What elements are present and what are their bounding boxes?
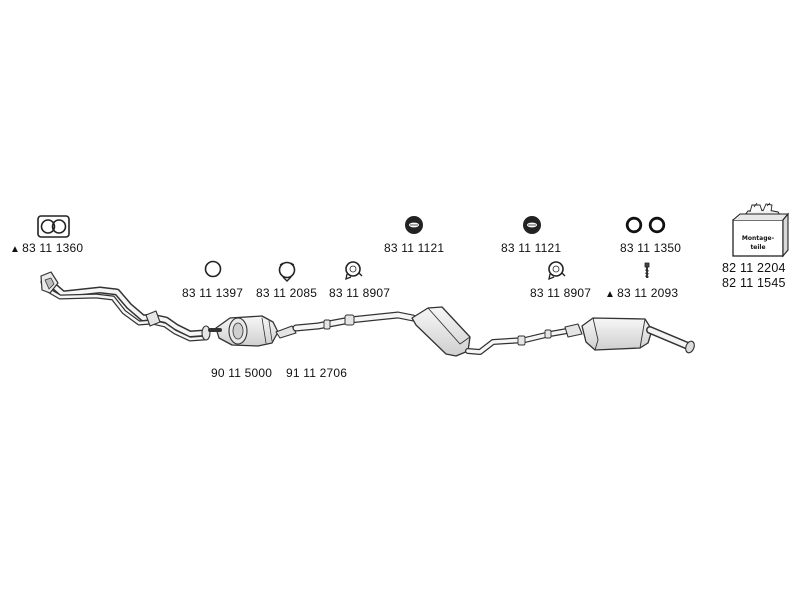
intermediate-pipe (275, 311, 417, 339)
part-label-4: 83 11 8907 (329, 286, 390, 300)
part-label-6: 83 11 1121 (501, 241, 561, 255)
part-label-13: 91 11 2706 (286, 366, 347, 380)
part-label-2: 83 11 1397 (182, 286, 243, 300)
part-number-6: 83 11 1121 (501, 241, 562, 255)
triangle-marker-icon: ▲ (10, 244, 21, 255)
part-number-7: 83 11 8907 (530, 286, 592, 300)
part-label-7: 83 11 8907 (530, 286, 591, 300)
exhaust-pipe-assembly (40, 271, 695, 357)
part-number-13: 91 11 2706 (286, 366, 348, 380)
rubber-mount-icon (405, 216, 423, 234)
part-label-9: 83 11 1350 (620, 241, 681, 255)
mounting-kit-box-icon: Montage- teile (732, 202, 790, 258)
part-number-12: 90 11 5000 (211, 366, 273, 380)
mounting-kit-line2: teile (750, 244, 765, 251)
rubber-mount-icon-2 (523, 216, 541, 234)
part-number-10: 82 11 2204 (722, 261, 786, 275)
part-number-8: 83 11 2093 (617, 286, 679, 300)
part-label-8: ▲83 11 2093 (605, 286, 678, 300)
gasket-flange-icon (37, 215, 70, 238)
part-number-4: 83 11 8907 (329, 286, 391, 300)
triangle-marker-icon-2: ▲ (605, 289, 616, 300)
pipe-clamp-icon (345, 261, 363, 281)
part-number-1: 83 11 1360 (22, 241, 84, 255)
o-ring-pair-icon (625, 216, 666, 234)
part-label-12: 90 11 5000 (211, 366, 272, 380)
part-label-3: 83 11 2085 (256, 286, 317, 300)
ring-gasket-icon (204, 260, 222, 278)
part-label-11: 82 11 1545 (722, 276, 786, 290)
part-label-1: ▲83 11 1360 (10, 241, 83, 255)
pipe-clamp-icon-2 (548, 261, 566, 281)
front-downpipe (40, 271, 211, 342)
bolt-icon (644, 262, 650, 278)
mounting-kit-line1: Montage- (742, 235, 775, 242)
part-number-5: 83 11 1121 (384, 241, 445, 255)
part-number-2: 83 11 1397 (182, 286, 244, 300)
clamp-ring-icon (278, 261, 296, 282)
part-label-10: 82 11 2204 (722, 261, 786, 275)
rear-silencer (564, 317, 695, 354)
part-number-11: 82 11 1545 (722, 276, 786, 290)
middle-silencer (411, 306, 570, 357)
part-label-5: 83 11 1121 (384, 241, 444, 255)
part-number-9: 83 11 1350 (620, 241, 682, 255)
catalytic-converter (208, 315, 279, 347)
part-number-3: 83 11 2085 (256, 286, 318, 300)
